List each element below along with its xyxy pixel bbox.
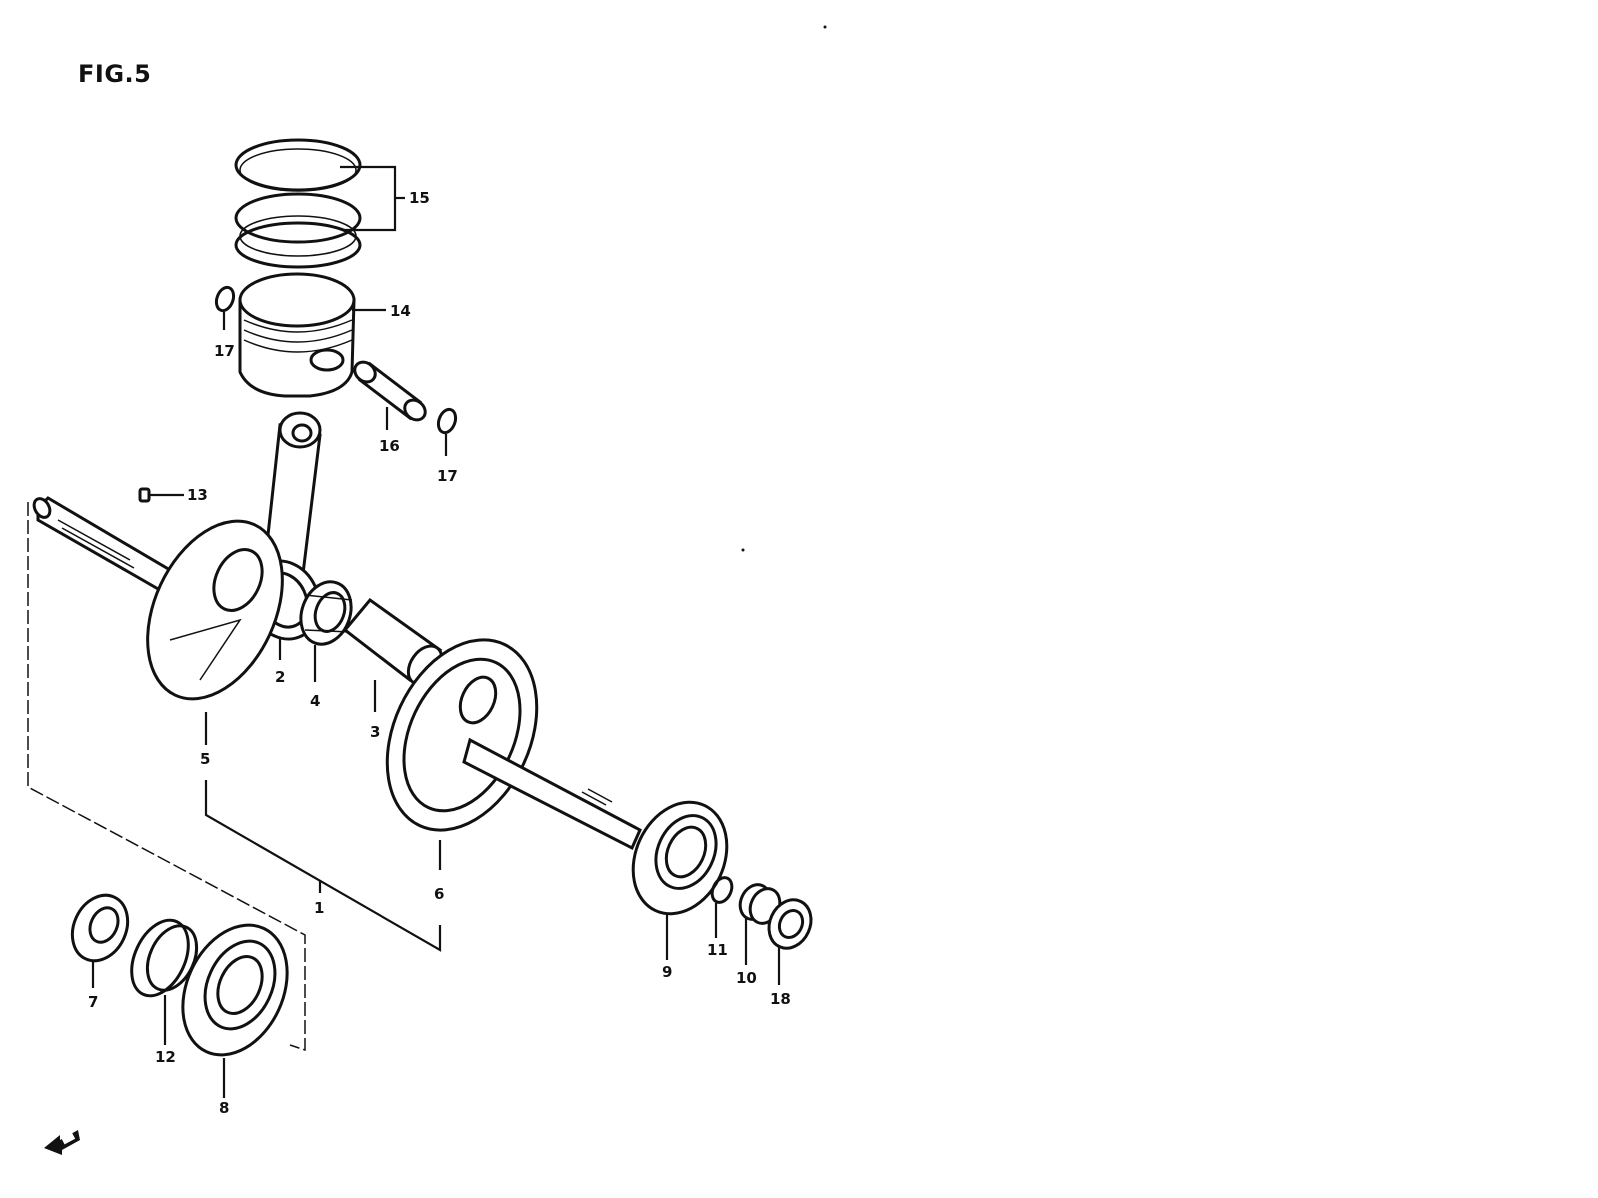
callout-18: 18 xyxy=(770,990,791,1008)
callout-9: 9 xyxy=(662,963,672,981)
piston xyxy=(238,272,356,398)
right-crank-half xyxy=(385,638,642,851)
right-main-bearing xyxy=(631,800,729,916)
front-direction-arrow-icon xyxy=(44,1130,80,1155)
callout-5: 5 xyxy=(200,750,210,768)
piston-pin-clip-right xyxy=(436,407,458,435)
stray-dot-mid xyxy=(741,548,745,552)
callout-17a: 17 xyxy=(214,342,235,360)
assembly-bracket-1 xyxy=(27,502,442,1052)
piston-pin-clip-left xyxy=(214,285,236,313)
left-crank-half xyxy=(32,496,284,701)
callout-10: 10 xyxy=(736,969,757,987)
leader-15 xyxy=(340,165,405,232)
callout-4: 4 xyxy=(310,692,320,710)
callout-6: 6 xyxy=(434,885,444,903)
key xyxy=(138,487,151,503)
callout-2: 2 xyxy=(275,668,285,686)
callout-1: 1 xyxy=(314,899,324,917)
callout-8: 8 xyxy=(219,1099,229,1117)
callout-13: 13 xyxy=(187,486,208,504)
callout-16: 16 xyxy=(379,437,400,455)
small-bearing xyxy=(70,893,130,963)
piston-pin xyxy=(353,360,427,422)
callout-17b: 17 xyxy=(437,467,458,485)
piston-rings xyxy=(234,138,362,269)
oil-seal xyxy=(767,898,813,950)
callout-14: 14 xyxy=(390,302,411,320)
callout-3: 3 xyxy=(370,723,380,741)
callout-11: 11 xyxy=(707,941,728,959)
needle-bearing xyxy=(299,580,353,646)
callout-15: 15 xyxy=(409,189,430,207)
figure-title: FIG.5 xyxy=(78,60,152,88)
left-main-bearing xyxy=(181,923,289,1057)
callout-12: 12 xyxy=(155,1048,176,1066)
stray-dot-top xyxy=(823,25,827,29)
shim xyxy=(710,876,734,904)
callout-7: 7 xyxy=(88,993,98,1011)
